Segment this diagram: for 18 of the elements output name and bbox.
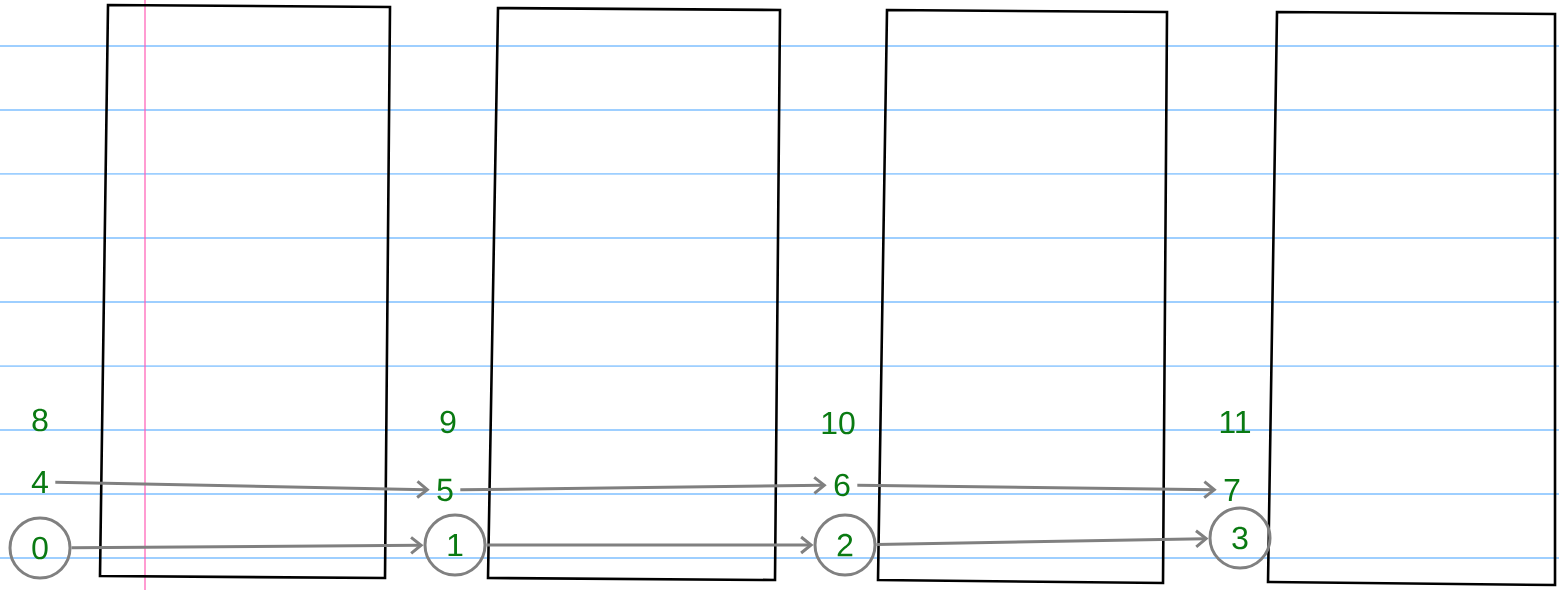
circled-number: 2 bbox=[813, 513, 877, 577]
arrow bbox=[857, 480, 1217, 499]
circled-number: 1 bbox=[423, 513, 487, 577]
number: 9 bbox=[440, 410, 456, 434]
circled-number: 3 bbox=[1208, 506, 1272, 570]
arrow bbox=[55, 480, 430, 499]
arrow bbox=[486, 535, 814, 555]
number: 8 bbox=[32, 408, 48, 432]
number: 10 bbox=[822, 411, 855, 435]
circled-number: 0 bbox=[8, 516, 72, 580]
number: 11 bbox=[1220, 411, 1251, 433]
number: 7 bbox=[1224, 479, 1240, 501]
number: 6 bbox=[834, 473, 850, 497]
arrow bbox=[71, 536, 424, 555]
arrow bbox=[876, 529, 1209, 548]
arrow bbox=[460, 476, 827, 495]
number: 5 bbox=[437, 478, 453, 502]
number: 4 bbox=[31, 471, 48, 493]
